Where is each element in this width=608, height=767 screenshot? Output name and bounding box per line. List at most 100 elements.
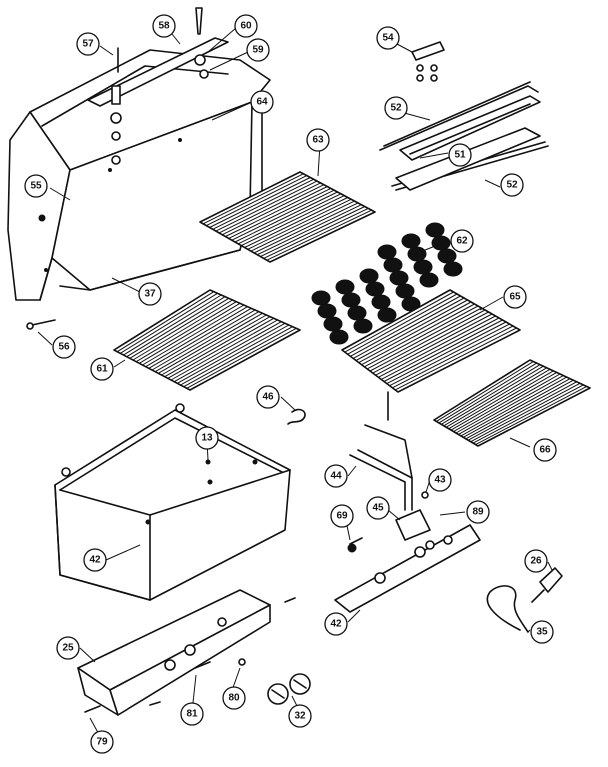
warming-rack-upper xyxy=(341,289,521,421)
callout-52-lower: 52 xyxy=(500,173,524,197)
callout-63: 63 xyxy=(306,128,330,152)
callout-label: 52 xyxy=(390,103,402,114)
callout-layer: 57 58 60 59 54 64 52 55 63 51 52 62 37 6… xyxy=(24,14,557,754)
callout-label: 58 xyxy=(158,21,170,32)
callout-13: 13 xyxy=(195,426,219,450)
callout-label: 65 xyxy=(509,292,521,303)
briquette xyxy=(377,307,397,323)
callout-79: 79 xyxy=(90,730,114,754)
callout-46: 46 xyxy=(256,385,280,409)
callout-label: 60 xyxy=(240,21,252,32)
callout-label: 89 xyxy=(472,507,484,518)
callout-label: 51 xyxy=(454,150,466,161)
callout-25: 25 xyxy=(56,636,80,660)
callout-label: 59 xyxy=(252,45,264,56)
callout-80: 80 xyxy=(222,686,246,710)
callout-52-upper: 52 xyxy=(384,96,408,120)
briquette xyxy=(419,272,439,288)
callout-label: 69 xyxy=(336,511,348,522)
clip-part xyxy=(287,408,306,425)
lower-cooking-grid xyxy=(113,289,301,391)
callout-89: 89 xyxy=(466,500,490,524)
callout-44: 44 xyxy=(324,464,348,488)
callout-54: 54 xyxy=(376,26,400,50)
callout-26: 26 xyxy=(524,549,548,573)
callout-label: 61 xyxy=(96,364,108,375)
callout-61: 61 xyxy=(90,357,114,381)
window-assembly xyxy=(379,81,549,191)
callout-label: 57 xyxy=(82,39,94,50)
callout-label: 55 xyxy=(30,181,42,192)
grill-hood xyxy=(7,49,271,301)
hood-handle xyxy=(87,7,229,165)
callout-65: 65 xyxy=(503,285,527,309)
briquette xyxy=(413,259,433,275)
burner xyxy=(334,524,481,613)
igniter xyxy=(486,567,563,633)
briquette xyxy=(335,279,355,295)
callout-label: 54 xyxy=(382,33,394,44)
callout-label: 79 xyxy=(96,737,108,748)
callout-60: 60 xyxy=(234,14,258,38)
bracket-part xyxy=(411,41,445,82)
callout-label: 44 xyxy=(330,471,342,482)
briquette xyxy=(353,318,373,334)
callout-32: 32 xyxy=(288,704,312,728)
briquette xyxy=(389,270,409,286)
briquette xyxy=(323,316,343,332)
briquette xyxy=(317,303,337,319)
briquette xyxy=(407,246,427,262)
callout-label: 42 xyxy=(89,555,101,566)
briquette xyxy=(443,261,463,277)
callout-label: 45 xyxy=(372,503,384,514)
callout-51: 51 xyxy=(448,143,472,167)
briquette xyxy=(377,244,397,260)
bottom-bowl xyxy=(54,403,291,601)
callout-label: 37 xyxy=(144,289,156,300)
briquette xyxy=(371,294,391,310)
callout-label: 80 xyxy=(228,693,240,704)
briquette xyxy=(437,248,457,264)
callout-label: 32 xyxy=(294,711,306,722)
briquette xyxy=(359,268,379,284)
callout-label: 46 xyxy=(262,392,274,403)
callout-label: 52 xyxy=(506,180,518,191)
callout-37: 37 xyxy=(138,282,162,306)
callout-59: 59 xyxy=(246,38,270,62)
callout-label: 56 xyxy=(58,342,70,353)
callout-55: 55 xyxy=(24,174,48,198)
callout-81: 81 xyxy=(180,702,204,726)
callout-label: 35 xyxy=(536,627,548,638)
briquette xyxy=(347,305,367,321)
burner-tube xyxy=(349,424,413,511)
callout-45: 45 xyxy=(366,496,390,520)
callout-label: 42 xyxy=(330,619,342,630)
callout-43: 43 xyxy=(428,468,452,492)
callout-label: 26 xyxy=(530,556,542,567)
briquette xyxy=(395,283,415,299)
callout-69: 69 xyxy=(330,504,354,528)
callout-64: 64 xyxy=(250,90,274,114)
callout-label: 43 xyxy=(434,475,446,486)
warming-rack-lower xyxy=(433,359,591,447)
callout-label: 63 xyxy=(312,135,324,146)
callout-label: 64 xyxy=(256,97,268,108)
callout-66: 66 xyxy=(533,438,557,462)
briquette xyxy=(431,235,451,251)
briquette xyxy=(329,329,349,345)
callout-42-bowl: 42 xyxy=(83,548,107,572)
briquette xyxy=(425,222,445,238)
callout-label: 25 xyxy=(62,643,74,654)
briquette xyxy=(401,233,421,249)
valve-assembly xyxy=(347,491,435,553)
briquette xyxy=(341,292,361,308)
briquette xyxy=(365,281,385,297)
callout-42-burner: 42 xyxy=(324,612,348,636)
callout-57: 57 xyxy=(76,32,100,56)
hinge-pin xyxy=(26,319,56,330)
control-knobs xyxy=(267,673,311,705)
briquette xyxy=(311,290,331,306)
callout-56: 56 xyxy=(52,335,76,359)
